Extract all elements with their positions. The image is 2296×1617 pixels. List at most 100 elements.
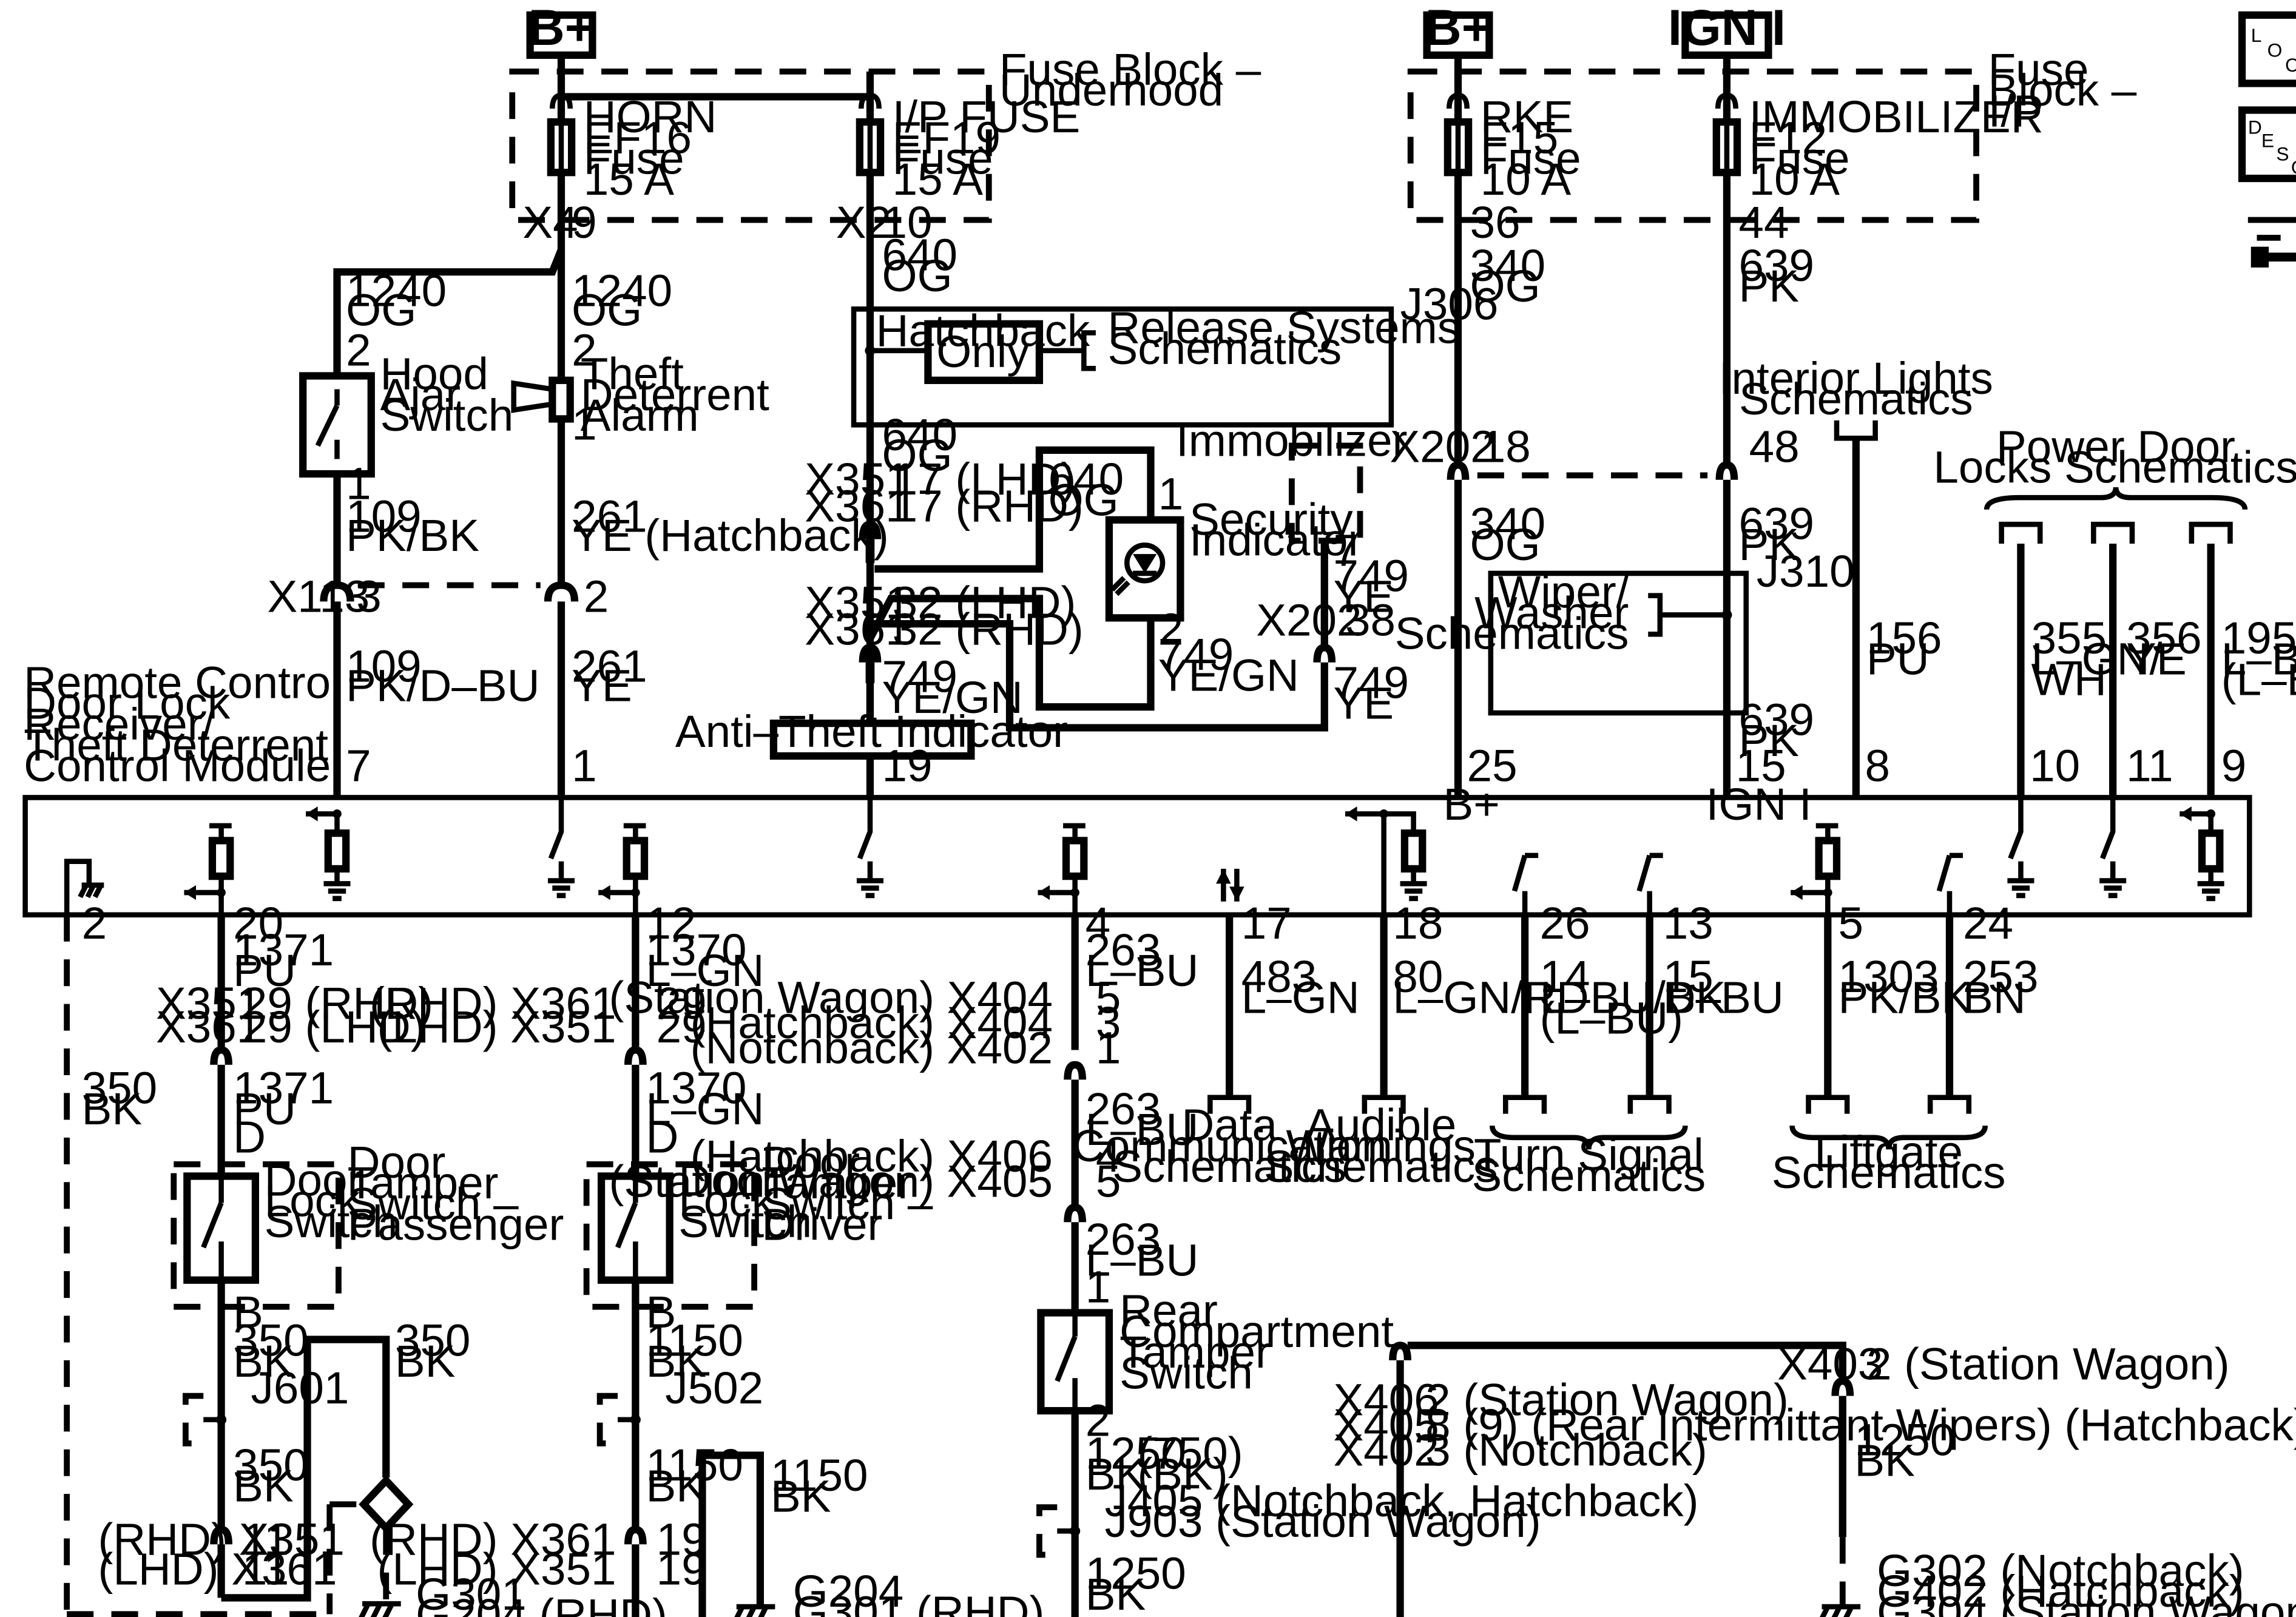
w355-3: WH xyxy=(2031,654,2107,705)
x403-label: X403 xyxy=(1777,1338,1883,1389)
lock-switch-d-3: Switch xyxy=(678,1196,812,1247)
c19-pin-1: 19 xyxy=(657,1513,707,1564)
g-a-1: G301 xyxy=(416,1568,527,1617)
power-locks-label-1: Power Door xyxy=(1996,420,2235,471)
power-locks-label-2: Locks Schematics xyxy=(1933,442,2296,493)
x202b-label: X202 xyxy=(1256,595,1362,646)
mod-pin-b26: 26 xyxy=(1540,897,1590,948)
w156-1: 156 xyxy=(1866,612,1942,663)
w340b-1: 340 xyxy=(1470,498,1546,549)
w1370b-2: L–GN xyxy=(646,1083,764,1134)
w639a-1: 639 xyxy=(1738,240,1814,291)
rke-fuse-4: 10 A xyxy=(1481,154,1572,204)
w350d-2: BK xyxy=(395,1335,456,1386)
w156-2: PU xyxy=(1866,633,1930,684)
w261a-2: YE (Hatchback) xyxy=(572,510,889,561)
rear-pin-2: 2 xyxy=(1086,1395,1111,1446)
w350c-1: 350 xyxy=(233,1439,309,1490)
w1250c-2: BK xyxy=(1854,1435,1915,1486)
w355-2: L–GN/ xyxy=(2031,633,2163,684)
w253-2: BN xyxy=(1963,971,2026,1022)
c29a-pin-2: 29 (LHD) xyxy=(242,1001,426,1052)
w1371b-1: 1371 xyxy=(233,1062,334,1113)
horn-fuse-4: 15 A xyxy=(584,154,675,204)
mod-pin-7: 7 xyxy=(346,740,371,791)
w340a-1: 340 xyxy=(1470,240,1546,291)
w639b-1: 639 xyxy=(1738,498,1814,549)
x404-pin-3: 1 xyxy=(1096,1022,1121,1073)
horn-fuse-2: EF16 xyxy=(584,112,692,163)
g-c-3: G304 (Station Wagon) xyxy=(1877,1586,2296,1617)
w639c-1: 639 xyxy=(1738,694,1814,745)
g-b-2: G301 (RHD) xyxy=(793,1586,1045,1617)
mod-pin-8: 8 xyxy=(1865,740,1890,791)
b-pin-a: B xyxy=(233,1286,263,1337)
anti-theft-label: Anti–Theft Indicator xyxy=(675,706,1068,757)
w356-2: YE xyxy=(2126,633,2187,684)
mod-pin-b4: 4 xyxy=(1086,897,1111,948)
x406b-1: X406 xyxy=(1333,1374,1439,1425)
ign-label: IGN I xyxy=(1668,0,1786,56)
imm-fuse-1: IMMOBILIZER xyxy=(1749,91,2044,142)
w639b-2: PK xyxy=(1738,519,1799,570)
mod-pin-b13: 13 xyxy=(1663,897,1714,948)
x404-pin-2: 3 xyxy=(1096,997,1121,1048)
mod-pin-10: 10 xyxy=(2030,740,2080,791)
tamper-p-4: Passenger xyxy=(348,1199,564,1250)
w1150c-2: BK xyxy=(771,1470,831,1521)
ip-fuse-3: Fuse xyxy=(893,133,993,184)
x406b-2: X405 xyxy=(1333,1399,1439,1450)
w263a-2: L–BU xyxy=(1086,945,1199,996)
lock-switch-p-2: Lock xyxy=(265,1175,360,1226)
module-label-3: Receiver/ xyxy=(24,698,215,749)
theft-label-3: Alarm xyxy=(581,390,699,441)
loc-icon[interactable] xyxy=(2238,11,2296,87)
mod-pin-15: 15 xyxy=(1736,740,1786,791)
w340b-2: OG xyxy=(1470,519,1541,570)
ip-fuse-4: 15 A xyxy=(893,154,984,204)
horn-fuse-1: HORN xyxy=(584,91,717,142)
mod-pin-b24: 24 xyxy=(1963,897,2013,948)
x406b-pin-3: 3 (Notchback) xyxy=(1425,1425,1707,1476)
w1150a-1: 1150 xyxy=(646,1315,743,1366)
w263c-2: L–BU xyxy=(1086,1234,1199,1285)
w1150a-2: BK xyxy=(646,1335,706,1386)
w1150b-2: BK xyxy=(646,1460,706,1511)
ip-fuse-1: I/P FUSE xyxy=(893,91,1081,142)
d-pin-a: D xyxy=(233,1111,266,1162)
wiper-label-1: Wiper/ xyxy=(1498,566,1629,617)
control-module xyxy=(22,795,2252,918)
pin-38: 38 xyxy=(1345,595,1396,646)
x113-label: X113 xyxy=(267,571,370,622)
c29b-pin-1: 29 xyxy=(657,977,707,1028)
c11-2: (LHD) X361 xyxy=(98,1543,337,1594)
lock-switch-p-3: Switch xyxy=(265,1196,398,1247)
repair-tools-icon[interactable] xyxy=(2247,205,2296,268)
release-label-2: Schematics xyxy=(1108,323,1342,374)
x404-2: (Hatchback) X404 xyxy=(690,997,1053,1048)
bplus-right-label: B+ xyxy=(1425,0,1491,56)
sec-pin-1: 1 xyxy=(1158,468,1184,519)
w1240b-2: OG xyxy=(572,284,642,335)
w639a-2: PK xyxy=(1738,260,1799,311)
desc-icon[interactable] xyxy=(2238,106,2296,183)
x113-pin-3: 3 xyxy=(356,571,382,622)
w1240b-1: 1240 xyxy=(572,265,672,316)
module-bplus: B+ xyxy=(1443,778,1500,829)
pin-48: 48 xyxy=(1749,420,1800,471)
sec-pin-2: 2 xyxy=(1158,603,1184,654)
w1371a-1: 1371 xyxy=(233,924,334,975)
imm-fuse-3: Fuse xyxy=(1749,133,1850,184)
w1371a-2: PU xyxy=(233,945,296,996)
w355-1: 355 xyxy=(2031,612,2107,663)
c19-2: (LHD) X351 xyxy=(377,1543,616,1594)
imm-fuse-2: F12 xyxy=(1749,112,1828,163)
module-label-1: Remote Control xyxy=(24,657,341,707)
g-c-2: G402 (Hatchback) xyxy=(1877,1565,2244,1616)
c29b-pin-2: 29 xyxy=(657,1001,707,1052)
x404-1: (Station Wagon) X404 xyxy=(609,971,1052,1022)
w483-1: 483 xyxy=(1241,951,1317,1002)
lock-switch-d-1: Door xyxy=(678,1154,777,1205)
w1371b-2: PU xyxy=(233,1083,296,1134)
